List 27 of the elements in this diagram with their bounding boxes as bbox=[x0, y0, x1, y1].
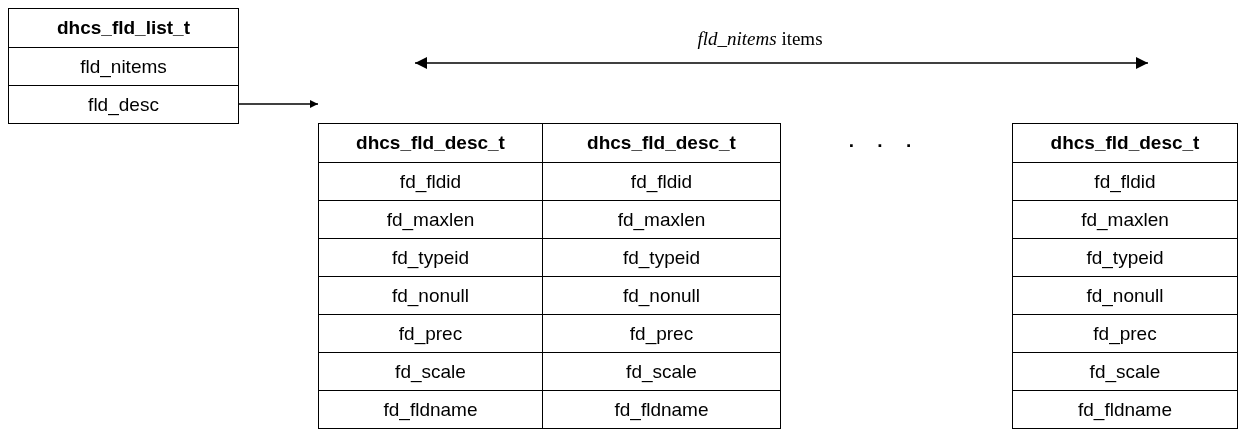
ellipsis-text: . . . bbox=[848, 130, 912, 152]
field-cell: fld_desc bbox=[9, 85, 238, 123]
arrow bbox=[237, 100, 319, 108]
struct-name: dhcs_fld_desc_t bbox=[586, 131, 737, 155]
struct-name: dhcs_fld_desc_t bbox=[355, 131, 506, 155]
field-cell: fd_scale bbox=[1013, 352, 1237, 390]
field-cell: fd_prec bbox=[543, 314, 780, 352]
field-cell: fd_fldname bbox=[1013, 390, 1237, 428]
field-cell: fd_fldid bbox=[1013, 162, 1237, 200]
field-cell: fd_fldname bbox=[543, 390, 780, 428]
field-cell: fd_maxlen bbox=[543, 200, 780, 238]
struct-table bbox=[318, 123, 543, 429]
field-cell: fd_prec bbox=[1013, 314, 1237, 352]
field-cell: fd_nonull bbox=[543, 276, 780, 314]
field-cell: fld_nitems bbox=[9, 47, 238, 85]
field-cell: fd_typeid bbox=[543, 238, 780, 276]
struct-table bbox=[1012, 123, 1238, 429]
dimension-label: fld_nitems items bbox=[697, 28, 823, 50]
field-cell: fd_fldid bbox=[543, 162, 780, 200]
struct-table bbox=[8, 8, 239, 124]
field-cell: fd_maxlen bbox=[1013, 200, 1237, 238]
field-cell: fd_nonull bbox=[1013, 276, 1237, 314]
struct-name: dhcs_fld_list_t bbox=[55, 16, 191, 40]
struct-name: dhcs_fld_desc_t bbox=[1049, 131, 1201, 155]
field-cell: fd_scale bbox=[543, 352, 780, 390]
field-cell: fd_typeid bbox=[1013, 238, 1237, 276]
struct-table bbox=[542, 123, 781, 429]
